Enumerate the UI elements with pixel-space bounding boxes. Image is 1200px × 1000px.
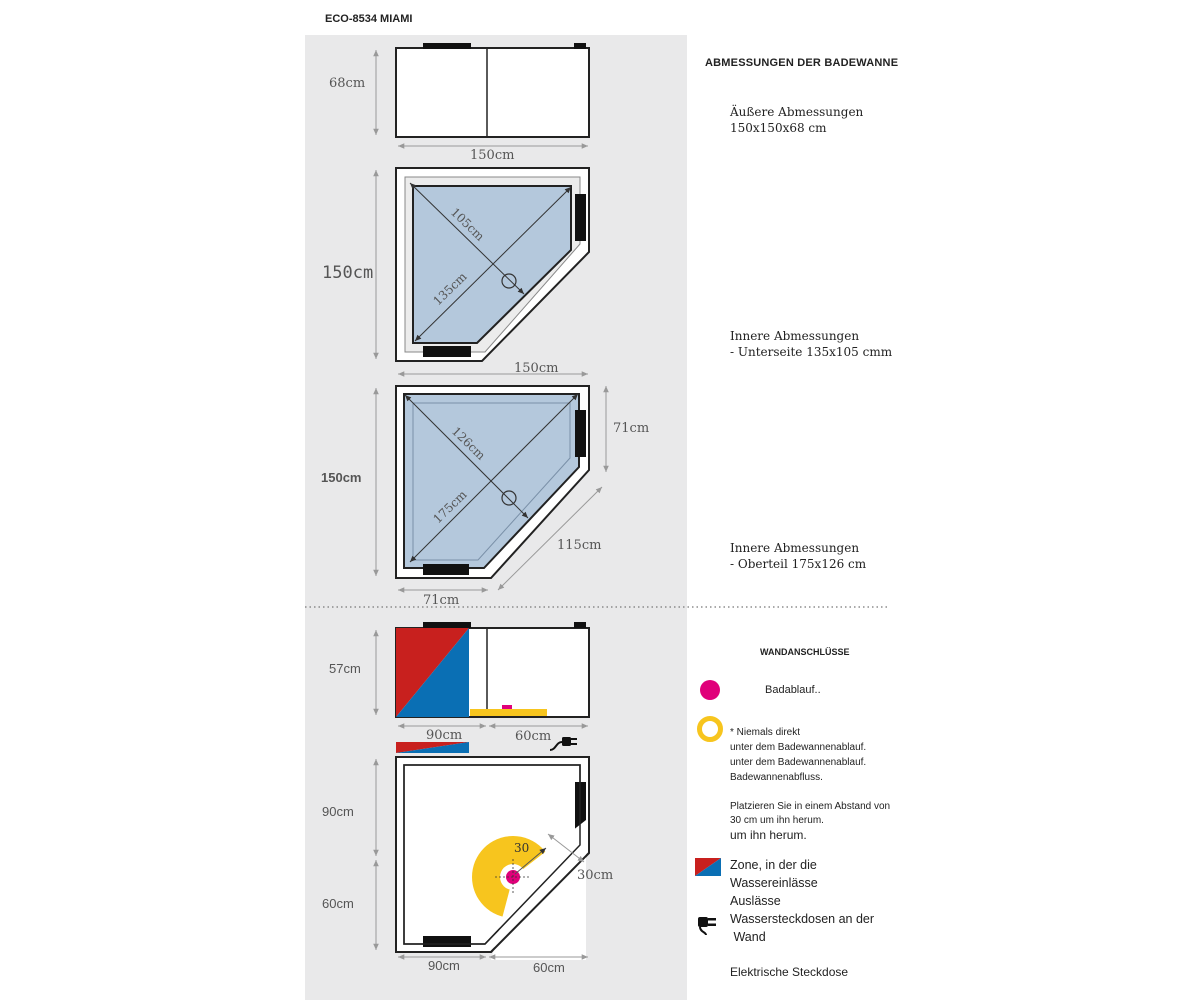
front1-top-bar: [423, 43, 471, 49]
plan2-width-label: 71cm: [423, 593, 459, 608]
plan3-width-b-label: 60cm: [533, 960, 565, 975]
magenta-dot-icon: [700, 680, 720, 700]
plan1-bottom-bar: [423, 346, 471, 357]
front2-height-label: 57cm: [329, 661, 361, 676]
ring-note-block-2: Platzieren Sie in einem Abstand von 30 c…: [730, 800, 890, 842]
drain-label: Badablauf..: [765, 684, 821, 696]
front1-top-stub: [574, 43, 586, 49]
plan2-height-label: 150cm: [321, 470, 361, 485]
dimensions-heading: ABMESSUNGEN DER BADEWANNE: [705, 57, 899, 69]
outer-dimensions-value: 150x150x68 cm: [730, 121, 827, 135]
inner-bottom-value: - Unterseite 135x105 cmm: [730, 345, 893, 359]
plan3-height-a-label: 90cm: [322, 804, 354, 819]
ring-note-block: * Niemals direkt unter dem Badewannenabl…: [730, 725, 866, 785]
front-view-1: [373, 43, 590, 149]
front2-drain-mark: [502, 705, 512, 709]
plan3-height-b-label: 60cm: [322, 896, 354, 911]
model-title: ECO-8534 MIAMI: [325, 13, 413, 25]
plan1-width-label: 150cm: [514, 361, 558, 376]
plan3-radius-label: 30: [514, 841, 529, 855]
plan1-side-bar: [575, 194, 586, 241]
socket-line-2: Wand: [730, 930, 766, 944]
front1-height-label: 68cm: [329, 76, 365, 91]
inner-bottom-label: Innere Abmessungen: [730, 329, 860, 343]
plan2-right-label: 71cm: [613, 421, 649, 436]
socket-block: Wassersteckdosen an der Wand: [730, 910, 874, 946]
inner-top-block: Innere Abmessungen - Oberteil 175x126 cm: [730, 540, 866, 572]
ring-note-5: Platzieren Sie in einem Abstand von: [730, 801, 891, 812]
zone-line-2: Wassereinlässe: [730, 876, 818, 890]
zone-line-1: Zone, in der die: [730, 858, 817, 872]
electric-socket-label: Elektrische Steckdose: [730, 965, 849, 979]
plug-legend-icon: [698, 917, 716, 935]
plan1-drain-circle: [501, 273, 517, 289]
plan3-width-a-label: 90cm: [428, 958, 460, 973]
connections-heading: WANDANSCHLÜSSE: [760, 647, 850, 657]
outer-dimensions-label: Äußere Abmessungen: [730, 105, 864, 119]
plan3-slant-label: 30cm: [577, 868, 613, 883]
plan2-slant-label: 115cm: [557, 538, 601, 553]
ring-note-7: um ihn herum.: [730, 828, 807, 842]
plug-icon: [549, 737, 577, 751]
front2-yellow-zone: [470, 709, 547, 716]
zone-block: Zone, in der die Wassereinlässe Auslässe: [730, 856, 818, 910]
front-view-2: [373, 622, 590, 753]
front2-width-a-label: 90cm: [426, 728, 462, 743]
plan-view-3: [373, 756, 590, 960]
ring-note-4: Badewannenabfluss.: [730, 772, 823, 783]
zone-line-3: Auslässe: [730, 894, 781, 908]
front2-width-b-label: 60cm: [515, 729, 551, 744]
ring-note-6: 30 cm um ihn herum.: [730, 815, 824, 826]
ring-note-3: unter dem Badewannenablauf.: [730, 757, 867, 768]
ring-note-2: unter dem Badewannenablauf.: [730, 742, 867, 753]
ring-note-1: * Niemals direkt: [730, 727, 801, 738]
front1-width-label: 150cm: [470, 148, 514, 163]
plan-view-1: [373, 167, 590, 377]
plan1-height-label: 150cm: [322, 263, 373, 283]
red-blue-zone-icon: [695, 858, 721, 876]
outer-dimensions-block: Äußere Abmessungen 150x150x68 cm: [730, 104, 863, 136]
plan2-side-bar: [575, 410, 586, 457]
plan2-bottom-bar: [423, 564, 469, 575]
inner-top-value: - Oberteil 175x126 cm: [730, 557, 867, 571]
yellow-ring-icon: [697, 716, 723, 742]
inner-top-label: Innere Abmessungen: [730, 541, 860, 555]
socket-line-1: Wassersteckdosen an der: [730, 912, 875, 926]
plan-view-2: [373, 385, 609, 593]
inner-bottom-block: Innere Abmessungen - Unterseite 135x105 …: [730, 328, 892, 360]
